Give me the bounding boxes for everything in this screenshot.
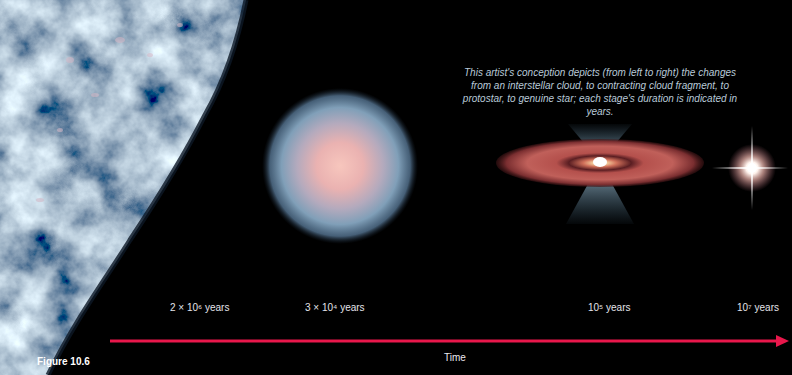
caption-note: This artist's conception depicts (from l… [460,66,740,118]
cloud-texture [0,0,260,375]
duration-label: 10⁵ years [588,302,631,314]
star-core [747,163,757,173]
axis-label: Time [444,352,466,364]
time-arrow [110,335,789,347]
duration-label: 10⁷ years [737,302,779,314]
arrow-shaft [110,340,778,343]
duration-label: 2 × 10⁶ years [170,302,229,314]
protostar-core [593,157,607,167]
genuine-star [712,126,788,210]
figure-number: Figure 10.6 [37,356,90,368]
protostar [496,124,704,224]
contracting-fragment [262,88,418,244]
accretion-disk [496,139,704,187]
arrow-head [776,335,789,347]
cloud-edge [48,0,246,375]
interstellar-cloud [0,0,260,375]
cloud-spots [36,23,183,202]
duration-label: 3 × 10⁴ years [305,302,365,314]
